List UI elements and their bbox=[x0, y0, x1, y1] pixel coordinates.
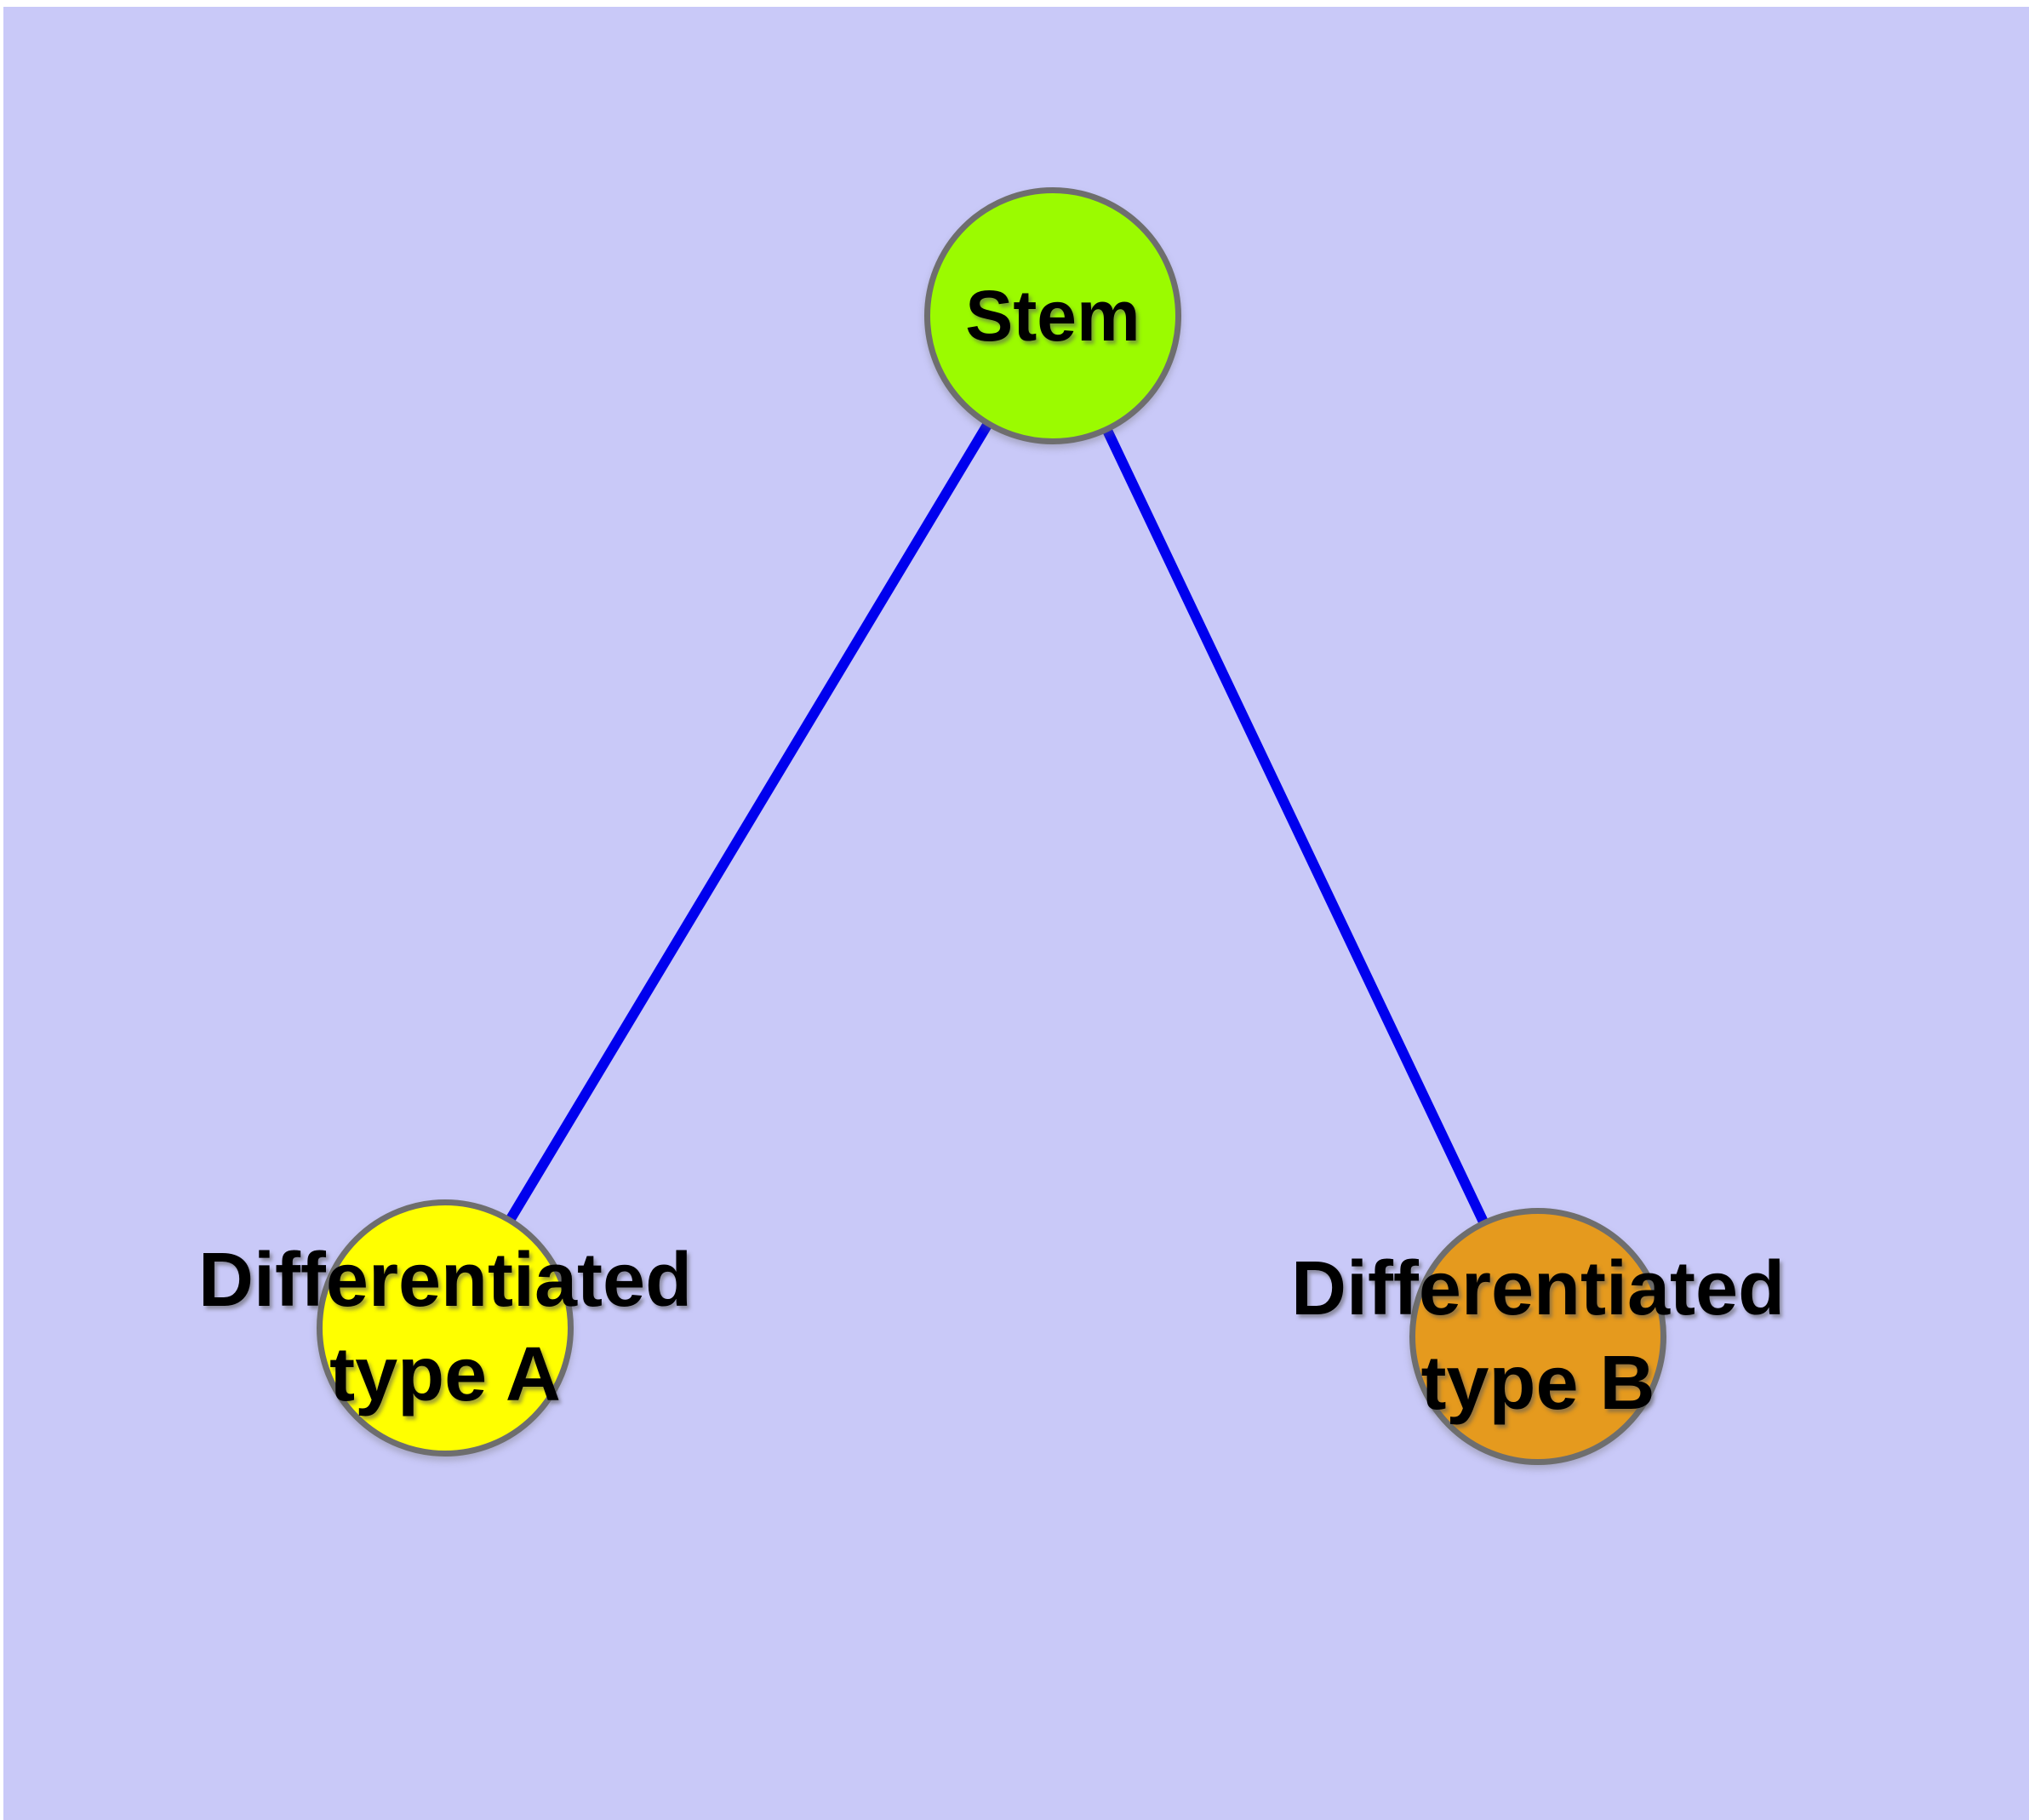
node-label-line: Stem bbox=[965, 276, 1140, 356]
stem-node-label: Stem bbox=[965, 280, 1140, 352]
type-a-node-label: Differentiated type A bbox=[198, 1233, 692, 1422]
type-a-node-circle[interactable] bbox=[317, 1199, 574, 1457]
node-label-line: type A bbox=[329, 1332, 561, 1417]
node-label-line: Differentiated bbox=[1290, 1246, 1786, 1331]
type-b-node-circle[interactable] bbox=[1409, 1208, 1666, 1465]
type-b-node-label: Differentiated type B bbox=[1291, 1242, 1785, 1431]
node-label-line: type B bbox=[1420, 1341, 1655, 1426]
node-label-line: Differentiated bbox=[197, 1238, 693, 1323]
stem-node-circle[interactable] bbox=[924, 187, 1181, 444]
